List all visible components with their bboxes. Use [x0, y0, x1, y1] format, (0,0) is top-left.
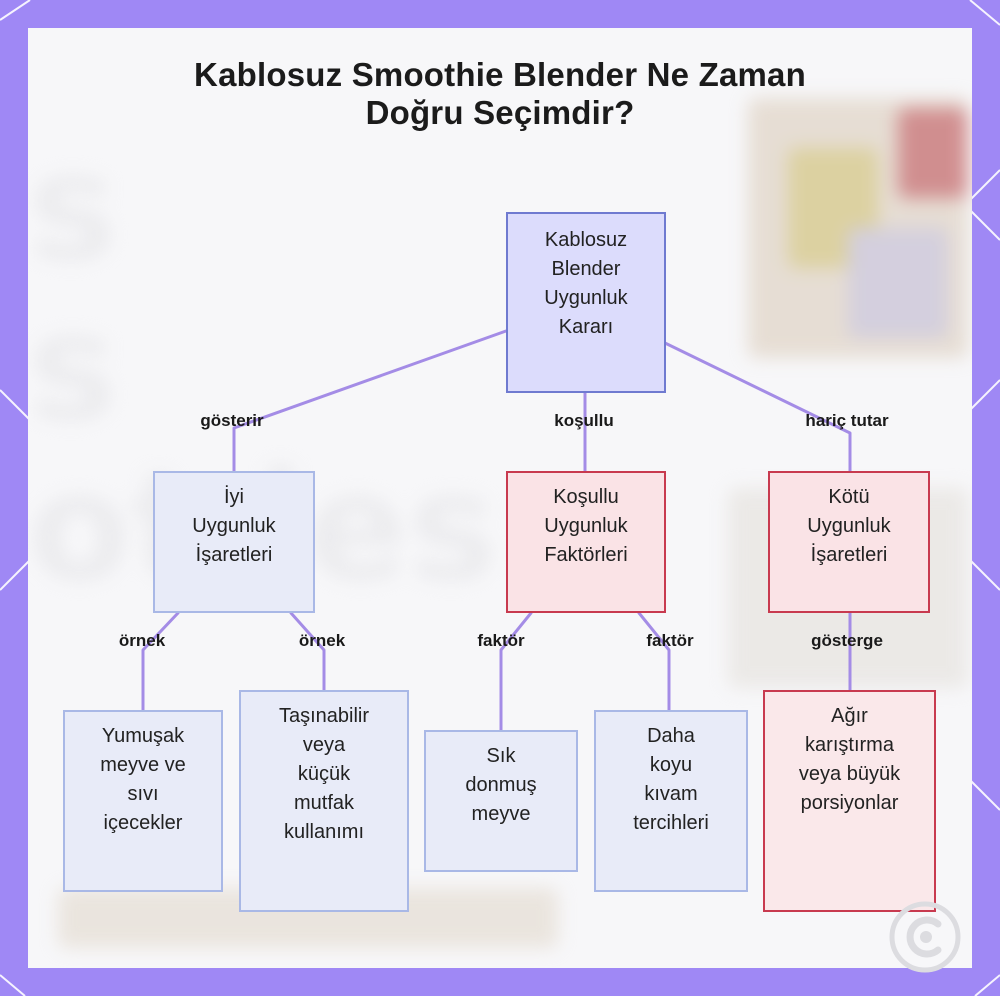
- page-title: Kablosuz Smoothie Blender Ne Zaman Doğru…: [194, 56, 806, 131]
- edge-good-soft: [141, 611, 180, 712]
- edge-label-root-cond: koşullu: [554, 411, 614, 430]
- edge-label-cond-froz: faktör: [477, 631, 525, 650]
- edge-good-port: [289, 611, 326, 692]
- edge-label-good-soft: örnek: [118, 631, 166, 650]
- edge-root-bad: [663, 341, 852, 473]
- portable-use-node: Taşınabilir veya küçük mutfak kullanımı: [239, 690, 409, 912]
- root-node: Kablosuz Blender Uygunluk Kararı: [506, 212, 666, 393]
- edge-label-root-bad: hariç tutar: [805, 411, 889, 430]
- soft-fruit-node: Yumuşak meyve ve sıvı içecekler: [63, 710, 223, 892]
- conditional-factors-node: Koşullu Uygunluk Faktörleri: [506, 471, 666, 613]
- edge-root-good: [232, 329, 508, 473]
- edge-cond-thick: [637, 611, 671, 712]
- thick-texture-node: Daha koyu kıvam tercihleri: [594, 710, 748, 892]
- edge-label-bad-heavy: gösterge: [811, 631, 883, 650]
- brand-logo-icon: [889, 901, 961, 973]
- edge-label-cond-thick: faktör: [646, 631, 694, 650]
- bad-signs-node: Kötü Uygunluk İşaretleri: [768, 471, 930, 613]
- edge-cond-froz: [499, 611, 533, 732]
- edge-label-good-port: örnek: [298, 631, 346, 650]
- heavy-blending-node: Ağır karıştırma veya büyük porsiyonlar: [763, 690, 936, 912]
- frozen-fruit-node: Sık donmuş meyve: [424, 730, 578, 872]
- good-signs-node: İyi Uygunluk İşaretleri: [153, 471, 315, 613]
- edge-label-root-good: gösterir: [200, 411, 264, 430]
